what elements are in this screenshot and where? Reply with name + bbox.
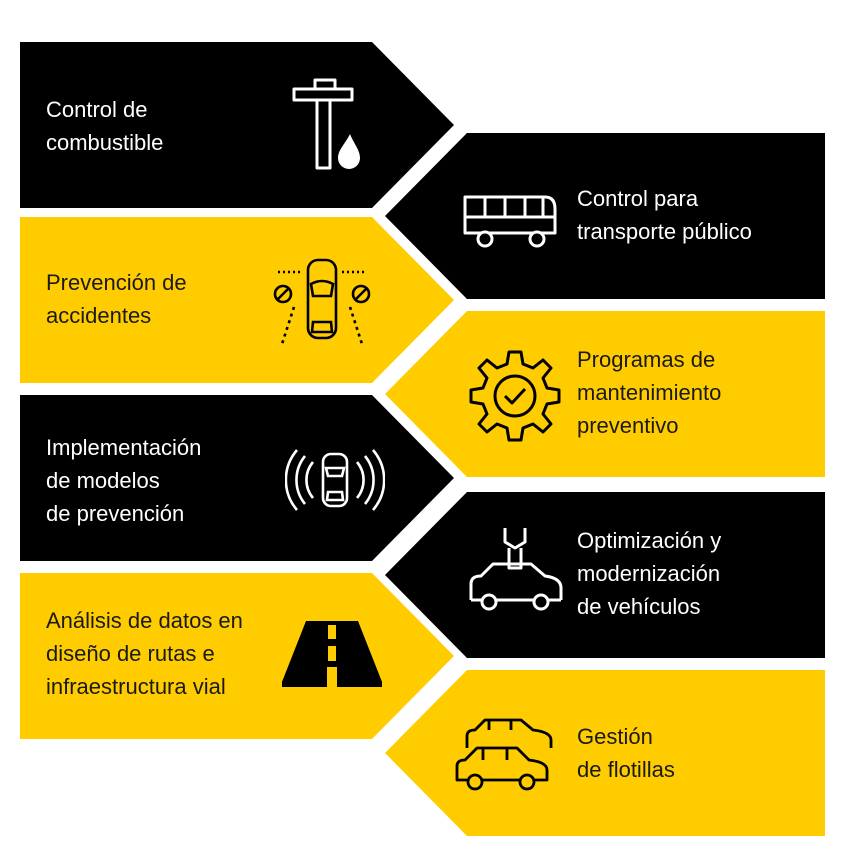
tile-label: Gestión de flotillas <box>577 724 675 782</box>
tile-label: Prevención de accidentes <box>46 270 187 328</box>
arrow-left-shape <box>385 492 825 658</box>
tile-fuel-control: Control de combustible <box>20 42 460 208</box>
tile-prevention-models: Implementación de modelos de prevención <box>20 395 460 561</box>
tile-label: Optimización y modernización de vehículo… <box>577 528 722 619</box>
tile-fleet-management: Gestión de flotillas <box>385 670 825 836</box>
road-icon <box>282 621 382 687</box>
tile-label: Control para transporte público <box>577 186 752 244</box>
arrow-left-shape <box>385 670 825 836</box>
tile-label: Implementación de modelos de prevención <box>46 435 202 526</box>
fleet-cars-icon <box>455 718 553 791</box>
tile-label: Análisis de datos en diseño de rutas e i… <box>46 608 243 699</box>
arrow-right-shape <box>20 217 454 383</box>
tile-label: Programas de mantenimiento preventivo <box>577 347 722 438</box>
car-sensors-icon <box>273 258 371 345</box>
tile-vehicle-modernization: Optimización y modernización de vehículo… <box>385 492 825 658</box>
arrow-right-shape <box>20 395 454 561</box>
tile-preventive-maintenance: Programas de mantenimiento preventivo <box>385 311 825 477</box>
gear-check-icon <box>469 350 561 442</box>
arrow-right-shape <box>20 573 454 739</box>
bus-icon <box>463 195 557 248</box>
car-radar-icon <box>285 449 385 511</box>
car-wrench-icon <box>469 528 563 611</box>
tile-label: Control de combustible <box>46 97 164 155</box>
tile-public-transport: Control para transporte público <box>385 133 825 299</box>
arrow-left-shape <box>385 311 825 477</box>
arrow-left-shape <box>385 133 825 299</box>
fuel-pump-icon <box>292 78 360 170</box>
tile-route-analysis: Análisis de datos en diseño de rutas e i… <box>20 573 460 739</box>
tile-accident-prevention: Prevención de accidentes <box>20 217 460 383</box>
